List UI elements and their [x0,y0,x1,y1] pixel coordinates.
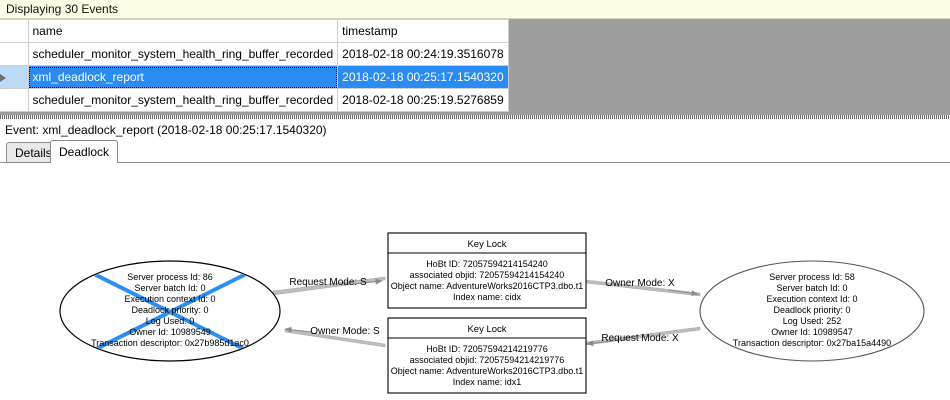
process-left-line-6: Transaction descriptor: 0x27b985d1ac0 [91,338,249,348]
table-header-row: name timestamp [0,19,509,43]
process-right-line-4: Log Used: 252 [783,316,842,326]
row-timestamp-cell[interactable]: 2018-02-18 00:25:17.1540320 [337,65,509,89]
table-row[interactable]: scheduler_monitor_system_health_ring_buf… [0,88,509,112]
victim-cross-icon [87,269,253,355]
process-right-line-2: Execution context Id: 0 [766,294,857,304]
process-left-line-3: Deadlock priority: 0 [131,305,208,315]
process-left-line-0: Server process Id: 86 [127,272,213,282]
edge-right-owner-top: Owner Mode: X [585,278,701,297]
resource-bottom-line-3: Index name: idx1 [453,377,522,387]
process-right-line-1: Server batch Id: 0 [776,283,847,293]
row-name-cell[interactable]: xml_deadlock_report [28,65,339,89]
process-left-line-1: Server batch Id: 0 [134,283,205,293]
process-right-line-5: Owner Id: 10989547 [771,327,853,337]
deadlock-graph-canvas[interactable]: Request Mode: S Owner Mode: X Owner Mode… [0,163,950,400]
resource-bottom-line-1: associated objid: 72057594214219776 [410,355,565,365]
column-header-timestamp[interactable]: timestamp [337,19,509,43]
events-grid[interactable]: name timestamp scheduler_monitor_system_… [0,19,950,115]
row-timestamp-cell[interactable]: 2018-02-18 00:25:19.5276859 [337,88,509,112]
resource-node-top[interactable]: Key Lock HoBt ID: 72057594214154240 asso… [387,232,587,309]
events-count-label: Displaying 30 Events [6,2,119,16]
row-timestamp-cell[interactable]: 2018-02-18 00:24:19.3516078 [337,42,509,66]
resource-node-bottom[interactable]: Key Lock HoBt ID: 72057594214219776 asso… [387,317,587,394]
row-name-cell[interactable]: scheduler_monitor_system_health_ring_buf… [28,88,339,112]
resource-top-line-2: Object name: AdventureWorks2016CTP3.dbo.… [391,281,583,291]
process-left-line-5: Owner Id: 10989549 [129,327,211,337]
edge-bottom-owner-left: Owner Mode: S [284,326,386,348]
resource-top-line-3: Index name: cidx [453,292,522,302]
current-row-arrow-icon [0,73,6,82]
edge-left-request-top: Request Mode: S [272,276,386,296]
row-selector-cell[interactable] [0,88,29,112]
edge-label-left-request-top: Request Mode: S [289,277,367,288]
resource-bottom-line-2: Object name: AdventureWorks2016CTP3.dbo.… [391,366,583,376]
event-detail-header: Event: xml_deadlock_report (2018-02-18 0… [0,121,950,139]
resource-bottom-title: Key Lock [467,324,506,335]
row-selector-cell[interactable] [0,42,29,66]
detail-tabstrip: Details Deadlock [0,140,950,163]
event-detail-title: Event: xml_deadlock_report (2018-02-18 0… [5,123,327,137]
edge-right-request-bottom: Request Mode: X [585,326,701,347]
column-header-selector[interactable] [0,19,29,43]
edge-label-right-request-bottom: Request Mode: X [601,333,679,344]
process-right-line-3: Deadlock priority: 0 [773,305,850,315]
resource-top-line-1: associated objid: 72057594214154240 [410,270,565,280]
process-right-line-6: Transaction descriptor: 0x27ba15a4490 [733,338,891,348]
horizontal-splitter[interactable] [0,115,950,119]
edge-label-right-owner-top: Owner Mode: X [605,278,675,289]
process-node-left[interactable]: Server process Id: 86 Server batch Id: 0… [59,260,281,362]
process-left-line-4: Log Used: 0 [146,316,195,326]
edge-label-bottom-owner-left: Owner Mode: S [310,326,380,337]
process-left-line-2: Execution context Id: 0 [124,294,215,304]
column-header-name[interactable]: name [28,19,339,43]
table-row[interactable]: scheduler_monitor_system_health_ring_buf… [0,42,509,66]
resource-top-line-0: HoBt ID: 72057594214154240 [426,259,548,269]
events-status-bar: Displaying 30 Events [0,0,950,19]
process-right-line-0: Server process Id: 58 [769,272,855,282]
process-node-right[interactable]: Server process Id: 58 Server batch Id: 0… [699,260,925,362]
row-name-cell[interactable]: scheduler_monitor_system_health_ring_buf… [28,42,339,66]
events-table: name timestamp scheduler_monitor_system_… [0,19,509,112]
resource-bottom-line-0: HoBt ID: 72057594214219776 [426,344,548,354]
row-selector-cell[interactable] [0,65,29,89]
resource-top-title: Key Lock [467,239,506,250]
table-row-selected[interactable]: xml_deadlock_report 2018-02-18 00:25:17.… [0,65,509,89]
tab-deadlock[interactable]: Deadlock [50,140,119,163]
